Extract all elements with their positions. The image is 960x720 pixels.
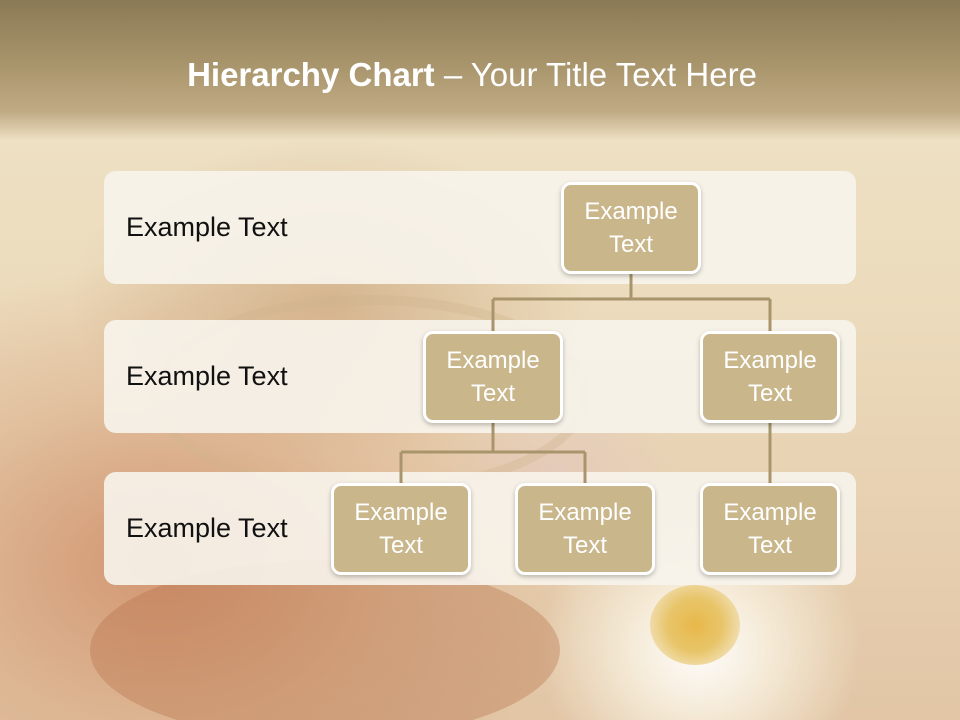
connector-midleft-to-level3 — [399, 423, 587, 483]
node-bottom-left[interactable]: Example Text — [331, 483, 471, 575]
row-label-3: Example Text — [126, 513, 288, 543]
node-mid-left[interactable]: Example Text — [423, 331, 563, 423]
title-band — [0, 0, 960, 140]
row-band-1: Example Text — [104, 171, 856, 284]
slide-title: Hierarchy Chart – Your Title Text Here — [0, 56, 944, 94]
row-label-2: Example Text — [126, 361, 288, 391]
title-bold: Hierarchy Chart — [187, 56, 435, 93]
background-jar-lid — [90, 560, 560, 720]
node-top[interactable]: Example Text — [561, 182, 701, 274]
node-bottom-center[interactable]: Example Text — [515, 483, 655, 575]
node-bottom-right[interactable]: Example Text — [700, 483, 840, 575]
row-label-1: Example Text — [126, 212, 288, 242]
background-flower — [650, 585, 740, 665]
node-mid-right[interactable]: Example Text — [700, 331, 840, 423]
connector-top-to-level2 — [491, 274, 772, 331]
title-rest: – Your Title Text Here — [434, 56, 757, 93]
